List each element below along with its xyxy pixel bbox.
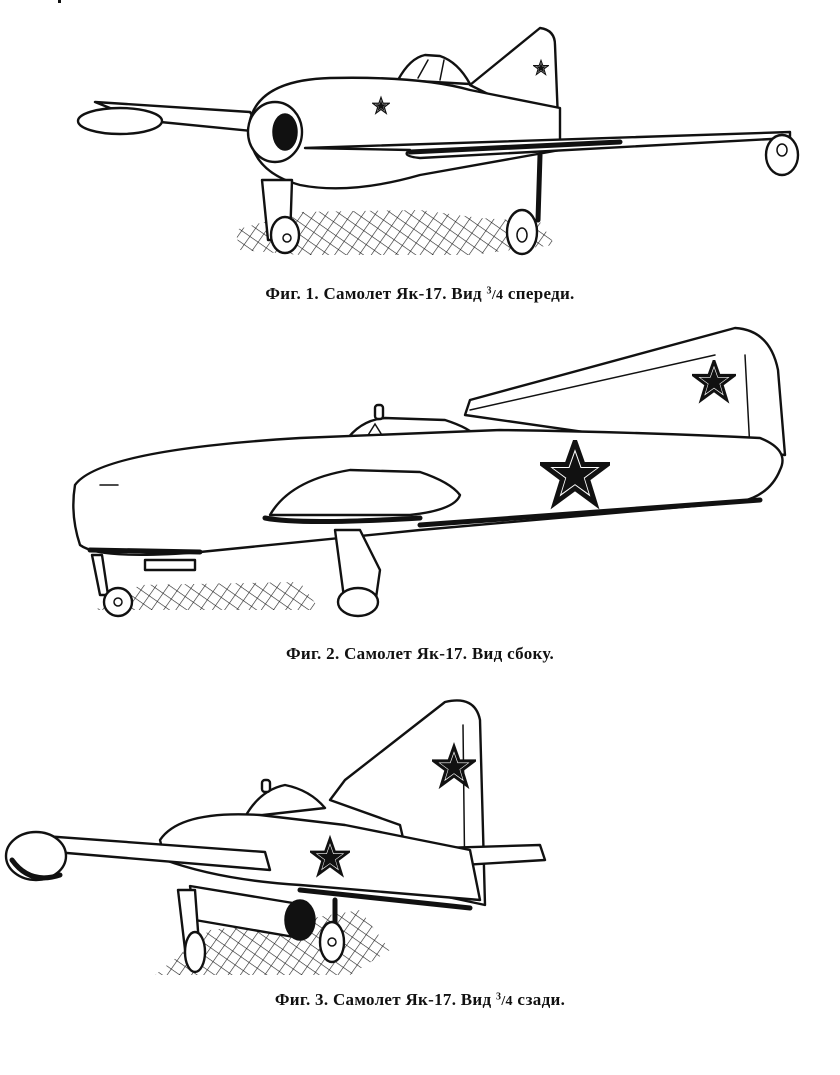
- caption-prefix: Фиг. 1.: [265, 284, 319, 303]
- caption-fraction: 3/4: [496, 991, 513, 1009]
- headrest: [260, 778, 272, 794]
- yak17-rear-three-quarter-drawing: [4, 699, 547, 975]
- canopy: [243, 783, 327, 819]
- figure-2-caption: Фиг. 2. Самолет Як-17. Вид сбоку.: [0, 644, 840, 664]
- caption-main: Самолет Як-17. Вид: [323, 284, 482, 303]
- wing: [268, 468, 462, 517]
- tail-fin: [463, 326, 787, 457]
- ground-shadow: [95, 582, 320, 610]
- yak17-side-drawing: [72, 326, 787, 618]
- caption-prefix: Фиг. 2.: [285, 644, 340, 663]
- left-tip-tank: [76, 106, 164, 136]
- caption-suffix: сбоку.: [507, 644, 555, 663]
- nose-gear-leg: [90, 553, 110, 597]
- caption-suffix: спереди.: [507, 284, 575, 303]
- caption-prefix: Фиг. 3.: [274, 990, 329, 1009]
- headrest: [373, 403, 385, 421]
- figure-2: Фиг. 2. Самолет Як-17. Вид сбоку.: [0, 320, 840, 680]
- caption-fraction: 3/4: [486, 285, 504, 303]
- figure-1: Фиг. 1. Самолет Як-17. Вид 3/4 спереди.: [0, 0, 840, 320]
- ventral-fairing: [143, 558, 197, 572]
- caption-main: Самолет Як-17. Вид: [344, 644, 503, 663]
- figure-1-caption: Фиг. 1. Самолет Як-17. Вид 3/4 спереди.: [0, 284, 840, 304]
- tail-fin: [468, 26, 560, 122]
- left-tip-tank: [4, 830, 68, 882]
- scan-speck: [58, 0, 61, 3]
- main-wheel: [336, 586, 380, 618]
- figure-3-caption: Фиг. 3. Самолет Як-17. Вид 3/4 сзади.: [0, 990, 840, 1010]
- ground-shadow: [235, 210, 555, 255]
- nose-wheel: [183, 930, 207, 974]
- figure-3: Фиг. 3. Самолет Як-17. Вид 3/4 сзади.: [0, 690, 840, 1075]
- canopy: [396, 53, 472, 86]
- caption-suffix: сзади.: [517, 990, 566, 1009]
- caption-main: Самолет Як-17. Вид: [332, 990, 492, 1009]
- yak17-front-three-quarter-drawing: [76, 26, 800, 256]
